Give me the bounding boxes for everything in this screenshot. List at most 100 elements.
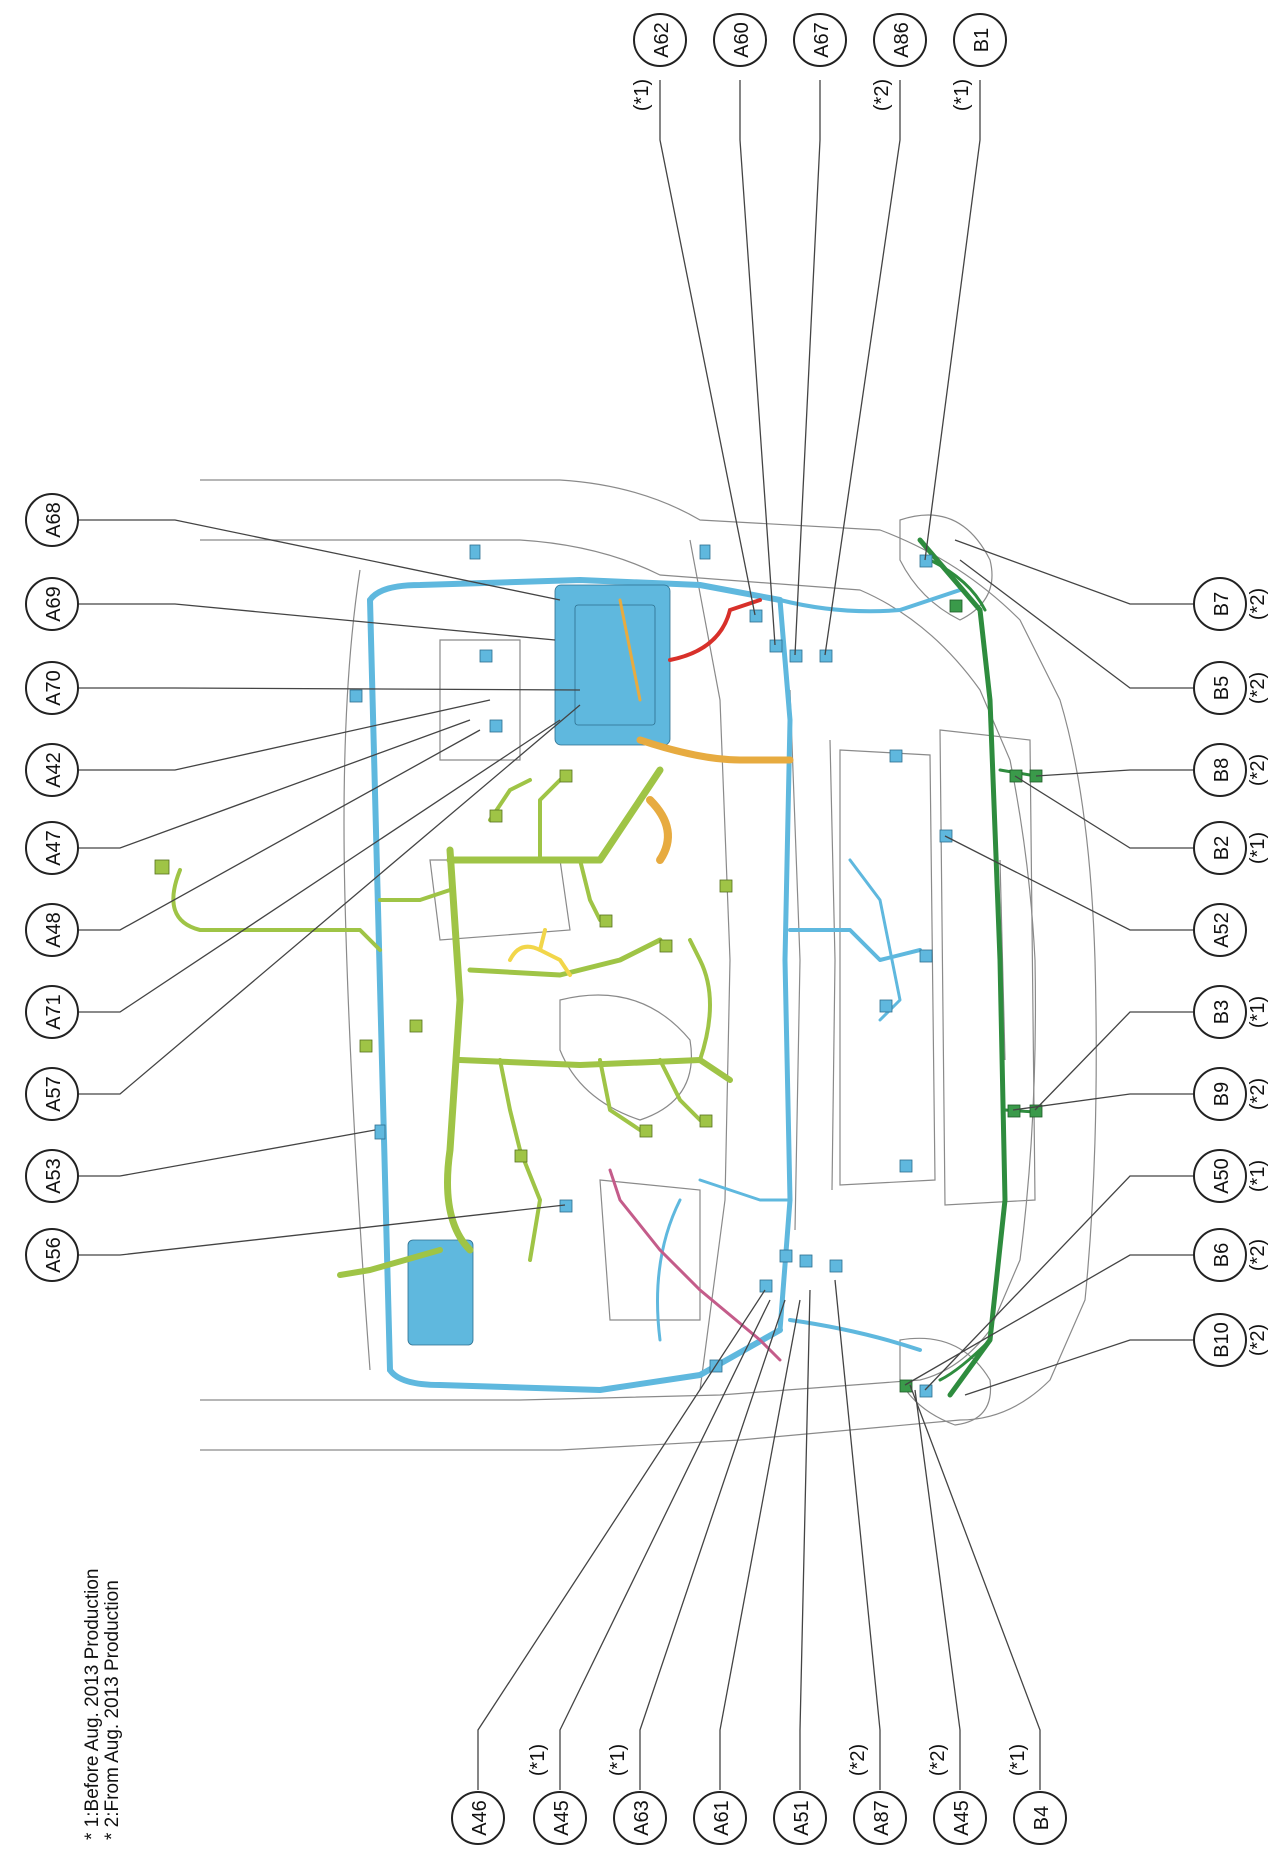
callouts-side: B7 (*2) B5 (*2) B8 (*2) B2 (*1) A52 B3 (… (1193, 577, 1269, 1367)
callout-B1-note: (*1) (951, 79, 973, 111)
callouts-right: A62 (*1) A60 A67 A86 (*2) B1 (*1) (631, 13, 1007, 111)
callout-A70: A70 (25, 661, 79, 715)
callout-A42-label: A42 (43, 752, 65, 788)
callout-B6: B6 (*2) (1193, 1228, 1269, 1282)
connector-block (919, 949, 933, 963)
callout-A71-label: A71 (43, 994, 65, 1030)
connector-block (559, 769, 573, 783)
callout-A51: A51 (773, 1791, 827, 1845)
callout-A46: A46 (451, 1791, 505, 1845)
callout-A60-label: A60 (731, 22, 753, 58)
callout-A50: A50 (*1) (1193, 1149, 1269, 1203)
callout-A86: A86 (*2) (871, 13, 927, 111)
callout-B4-label: B4 (1031, 1806, 1053, 1830)
connector-block (769, 639, 783, 653)
fuse-block-cover (574, 604, 656, 726)
callout-B10: B10 (*2) (1193, 1313, 1269, 1367)
leader-lines (76, 80, 1195, 1790)
callout-A47: A47 (25, 821, 79, 875)
connector-block (1007, 1104, 1021, 1118)
connector-block (889, 749, 903, 763)
callout-A68-label: A68 (43, 502, 65, 538)
connector-block (789, 649, 803, 663)
callout-B9-note: (*2) (1247, 1078, 1269, 1110)
callout-B5-label: B5 (1211, 676, 1233, 700)
callout-A53: A53 (25, 1149, 79, 1203)
callout-B9: B9 (*2) (1193, 1067, 1269, 1121)
callout-A63: A63 (*1) (607, 1744, 667, 1845)
callout-A87-note: (*2) (847, 1744, 869, 1776)
callout-B7-note: (*2) (1247, 588, 1269, 620)
connector-block (1029, 1104, 1043, 1118)
callout-B10-label: B10 (1211, 1322, 1233, 1358)
connector-block (409, 1019, 423, 1033)
legend-line-1: * 1:Before Aug. 2013 Production (82, 1569, 103, 1840)
callout-A57: A57 (25, 1067, 79, 1121)
callout-A61: A61 (693, 1791, 747, 1845)
connector-block (349, 689, 363, 703)
callout-A48: A48 (25, 903, 79, 957)
callout-B7: B7 (*2) (1193, 577, 1269, 631)
callout-A45-label: A45 (551, 1800, 573, 1836)
callout-A47-label: A47 (43, 830, 65, 866)
callout-B7-label: B7 (1211, 592, 1233, 616)
callout-B8-label: B8 (1211, 758, 1233, 782)
callout-B6-note: (*2) (1247, 1239, 1269, 1271)
callout-B3-note: (*1) (1247, 996, 1269, 1028)
callout-A86-note: (*2) (871, 79, 893, 111)
callout-B5: B5 (*2) (1193, 661, 1269, 715)
callout-A45-1: A45 (*1) (527, 1744, 587, 1845)
connector-block (749, 609, 763, 623)
callout-A50-note: (*1) (1247, 1160, 1269, 1192)
connector-block (879, 999, 893, 1013)
callout-A87-label: A87 (871, 1800, 893, 1836)
legend-line-2: * 2:From Aug. 2013 Production (102, 1580, 123, 1840)
callout-A45-label: A45 (951, 1800, 973, 1836)
ecu-box (407, 1239, 474, 1346)
callout-A62-label: A62 (651, 22, 673, 58)
connector-block (514, 1149, 528, 1163)
callout-A71: A71 (25, 985, 79, 1039)
callout-B4-note: (*1) (1007, 1744, 1029, 1776)
connector-block (899, 1159, 913, 1173)
callout-B2-note: (*1) (1247, 832, 1269, 864)
callout-B5-note: (*2) (1247, 672, 1269, 704)
callout-A45-note: (*2) (927, 1744, 949, 1776)
callout-B2: B2 (*1) (1193, 821, 1269, 875)
callout-A63-note: (*1) (607, 1744, 629, 1776)
callout-B1-label: B1 (971, 28, 993, 52)
callout-A70-label: A70 (43, 670, 65, 706)
callout-A61-label: A61 (711, 1800, 733, 1836)
connector-block (759, 1279, 773, 1293)
connector-block (469, 544, 481, 560)
connector-block (799, 1254, 813, 1268)
connector-block (479, 649, 493, 663)
callout-A56: A56 (25, 1228, 79, 1282)
connector-block (719, 879, 733, 893)
callout-A46-label: A46 (469, 1800, 491, 1836)
callout-A57-label: A57 (43, 1076, 65, 1112)
callout-A87: A87 (*2) (847, 1744, 907, 1845)
callout-B9-label: B9 (1211, 1082, 1233, 1106)
connector-block (659, 939, 673, 953)
callouts-bottom: A46 A45 (*1) A63 (*1) A61 A51 A87 (*2) A… (451, 1744, 1067, 1845)
callout-B8-note: (*2) (1247, 754, 1269, 786)
callout-A67-label: A67 (811, 22, 833, 58)
connector-block (699, 544, 711, 560)
connector-block (599, 914, 613, 928)
callout-A51-label: A51 (791, 1800, 813, 1836)
callout-A69: A69 (25, 577, 79, 631)
connector-block (154, 859, 170, 875)
callout-B1: B1 (*1) (951, 13, 1007, 111)
callout-A69-label: A69 (43, 586, 65, 622)
callout-A50-label: A50 (1211, 1158, 1233, 1194)
callout-B3: B3 (*1) (1193, 985, 1269, 1039)
callout-A62-note: (*1) (631, 79, 653, 111)
callout-A56-label: A56 (43, 1237, 65, 1273)
callout-B10-note: (*2) (1247, 1324, 1269, 1356)
callout-A45-note: (*1) (527, 1744, 549, 1776)
callout-B4: B4 (*1) (1007, 1744, 1067, 1845)
callout-A48-label: A48 (43, 912, 65, 948)
callout-A63-label: A63 (631, 1800, 653, 1836)
